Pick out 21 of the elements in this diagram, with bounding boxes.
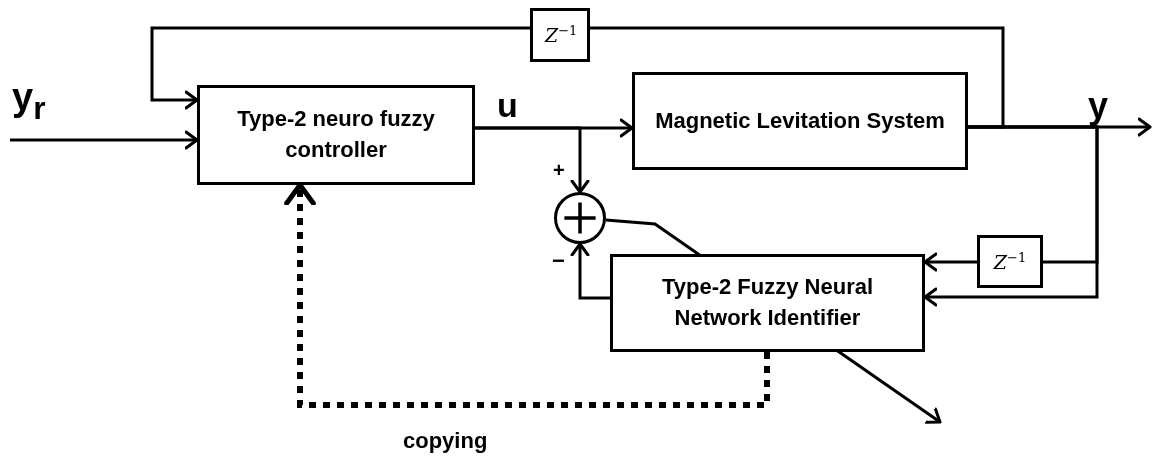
signal-label: u xyxy=(497,88,518,122)
delay-label: Z$^{−1}$ xyxy=(993,250,1027,273)
delay-box xyxy=(530,8,590,62)
block-label: Type-2 neuro fuzzy controller xyxy=(236,105,436,164)
block-label: Type-2 Fuzzy Neural Network Identifier xyxy=(660,273,875,332)
delay-label: Z$^{−1}$ xyxy=(545,24,575,46)
signal-label: y xyxy=(1088,88,1109,124)
delay-box xyxy=(977,235,1043,288)
arrow xyxy=(10,130,199,150)
process-box xyxy=(632,72,968,170)
arrow xyxy=(923,125,1099,307)
arrow xyxy=(475,126,590,194)
signal-label: + xyxy=(553,160,565,180)
process-box xyxy=(197,85,475,185)
arrow xyxy=(150,26,530,110)
signal-label: − xyxy=(552,250,565,272)
process-box xyxy=(610,254,925,352)
arrow xyxy=(570,242,610,300)
block-label: Magnetic Levitation System xyxy=(655,106,945,135)
signal-label: y$_{r}$ xyxy=(12,78,46,125)
arrow xyxy=(923,252,977,272)
